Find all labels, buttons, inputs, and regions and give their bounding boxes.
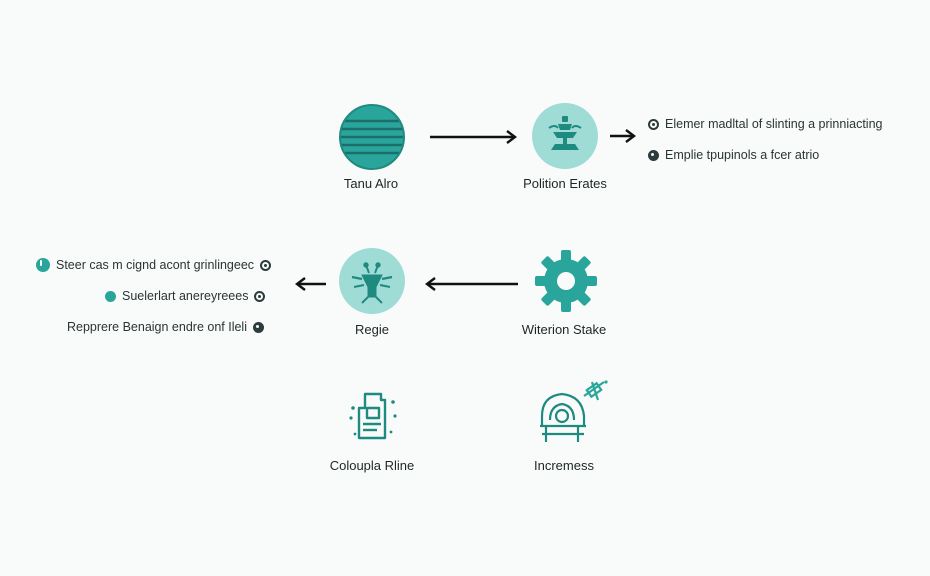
bullet-dot-icon [260, 259, 272, 271]
bullet-dot-icon [648, 118, 659, 130]
gear-icon [535, 250, 597, 312]
note-text: Steer cas m cignd acont grinlingeec [56, 258, 255, 272]
note-item: Elemer madltal of slinting a prinniactin… [648, 117, 882, 131]
note-text: Emplie tpupinols a fcer atrio [665, 148, 820, 162]
dome-satellite-icon [540, 380, 608, 442]
bullet-dot-icon [648, 149, 659, 161]
note-item: Emplie tpupinols a fcer atrio [648, 148, 819, 162]
note-item: Suelerlart anereyreees [105, 289, 266, 303]
striped-circle-icon [339, 104, 405, 170]
tree-figure-icon [339, 248, 405, 314]
bullet-dot-icon [105, 290, 116, 302]
bullet-dot-icon [252, 321, 264, 333]
arrow-right [430, 130, 517, 144]
note-text: Elemer madltal of slinting a prinniactin… [665, 117, 883, 131]
node-label-witerion-stake: Witerion Stake [521, 322, 607, 337]
node-label-polition-erates: Polition Erates [523, 176, 607, 191]
node-label-incremess: Incremess [534, 458, 594, 473]
node-label-regie: Regie [355, 322, 389, 337]
note-text: Repprere Benaign endre onf Ileli [67, 320, 247, 334]
bullet-dot-icon [254, 290, 266, 302]
note-text: Suelerlart anereyreees [122, 289, 249, 303]
document-icon [349, 392, 397, 440]
fountain-icon [532, 103, 598, 169]
note-item: Repprere Benaign endre onf Ileli [67, 320, 264, 334]
arrow-right-short [610, 129, 636, 143]
arrow-left-short [295, 277, 326, 291]
bullet-dot-icon [36, 258, 50, 272]
arrow-left [425, 277, 518, 291]
node-label-tanu-alro: Tanu Alro [343, 176, 399, 191]
note-item: Steer cas m cignd acont grinlingeec [36, 258, 272, 272]
node-label-coloupla-rline: Coloupla Rline [329, 458, 415, 473]
